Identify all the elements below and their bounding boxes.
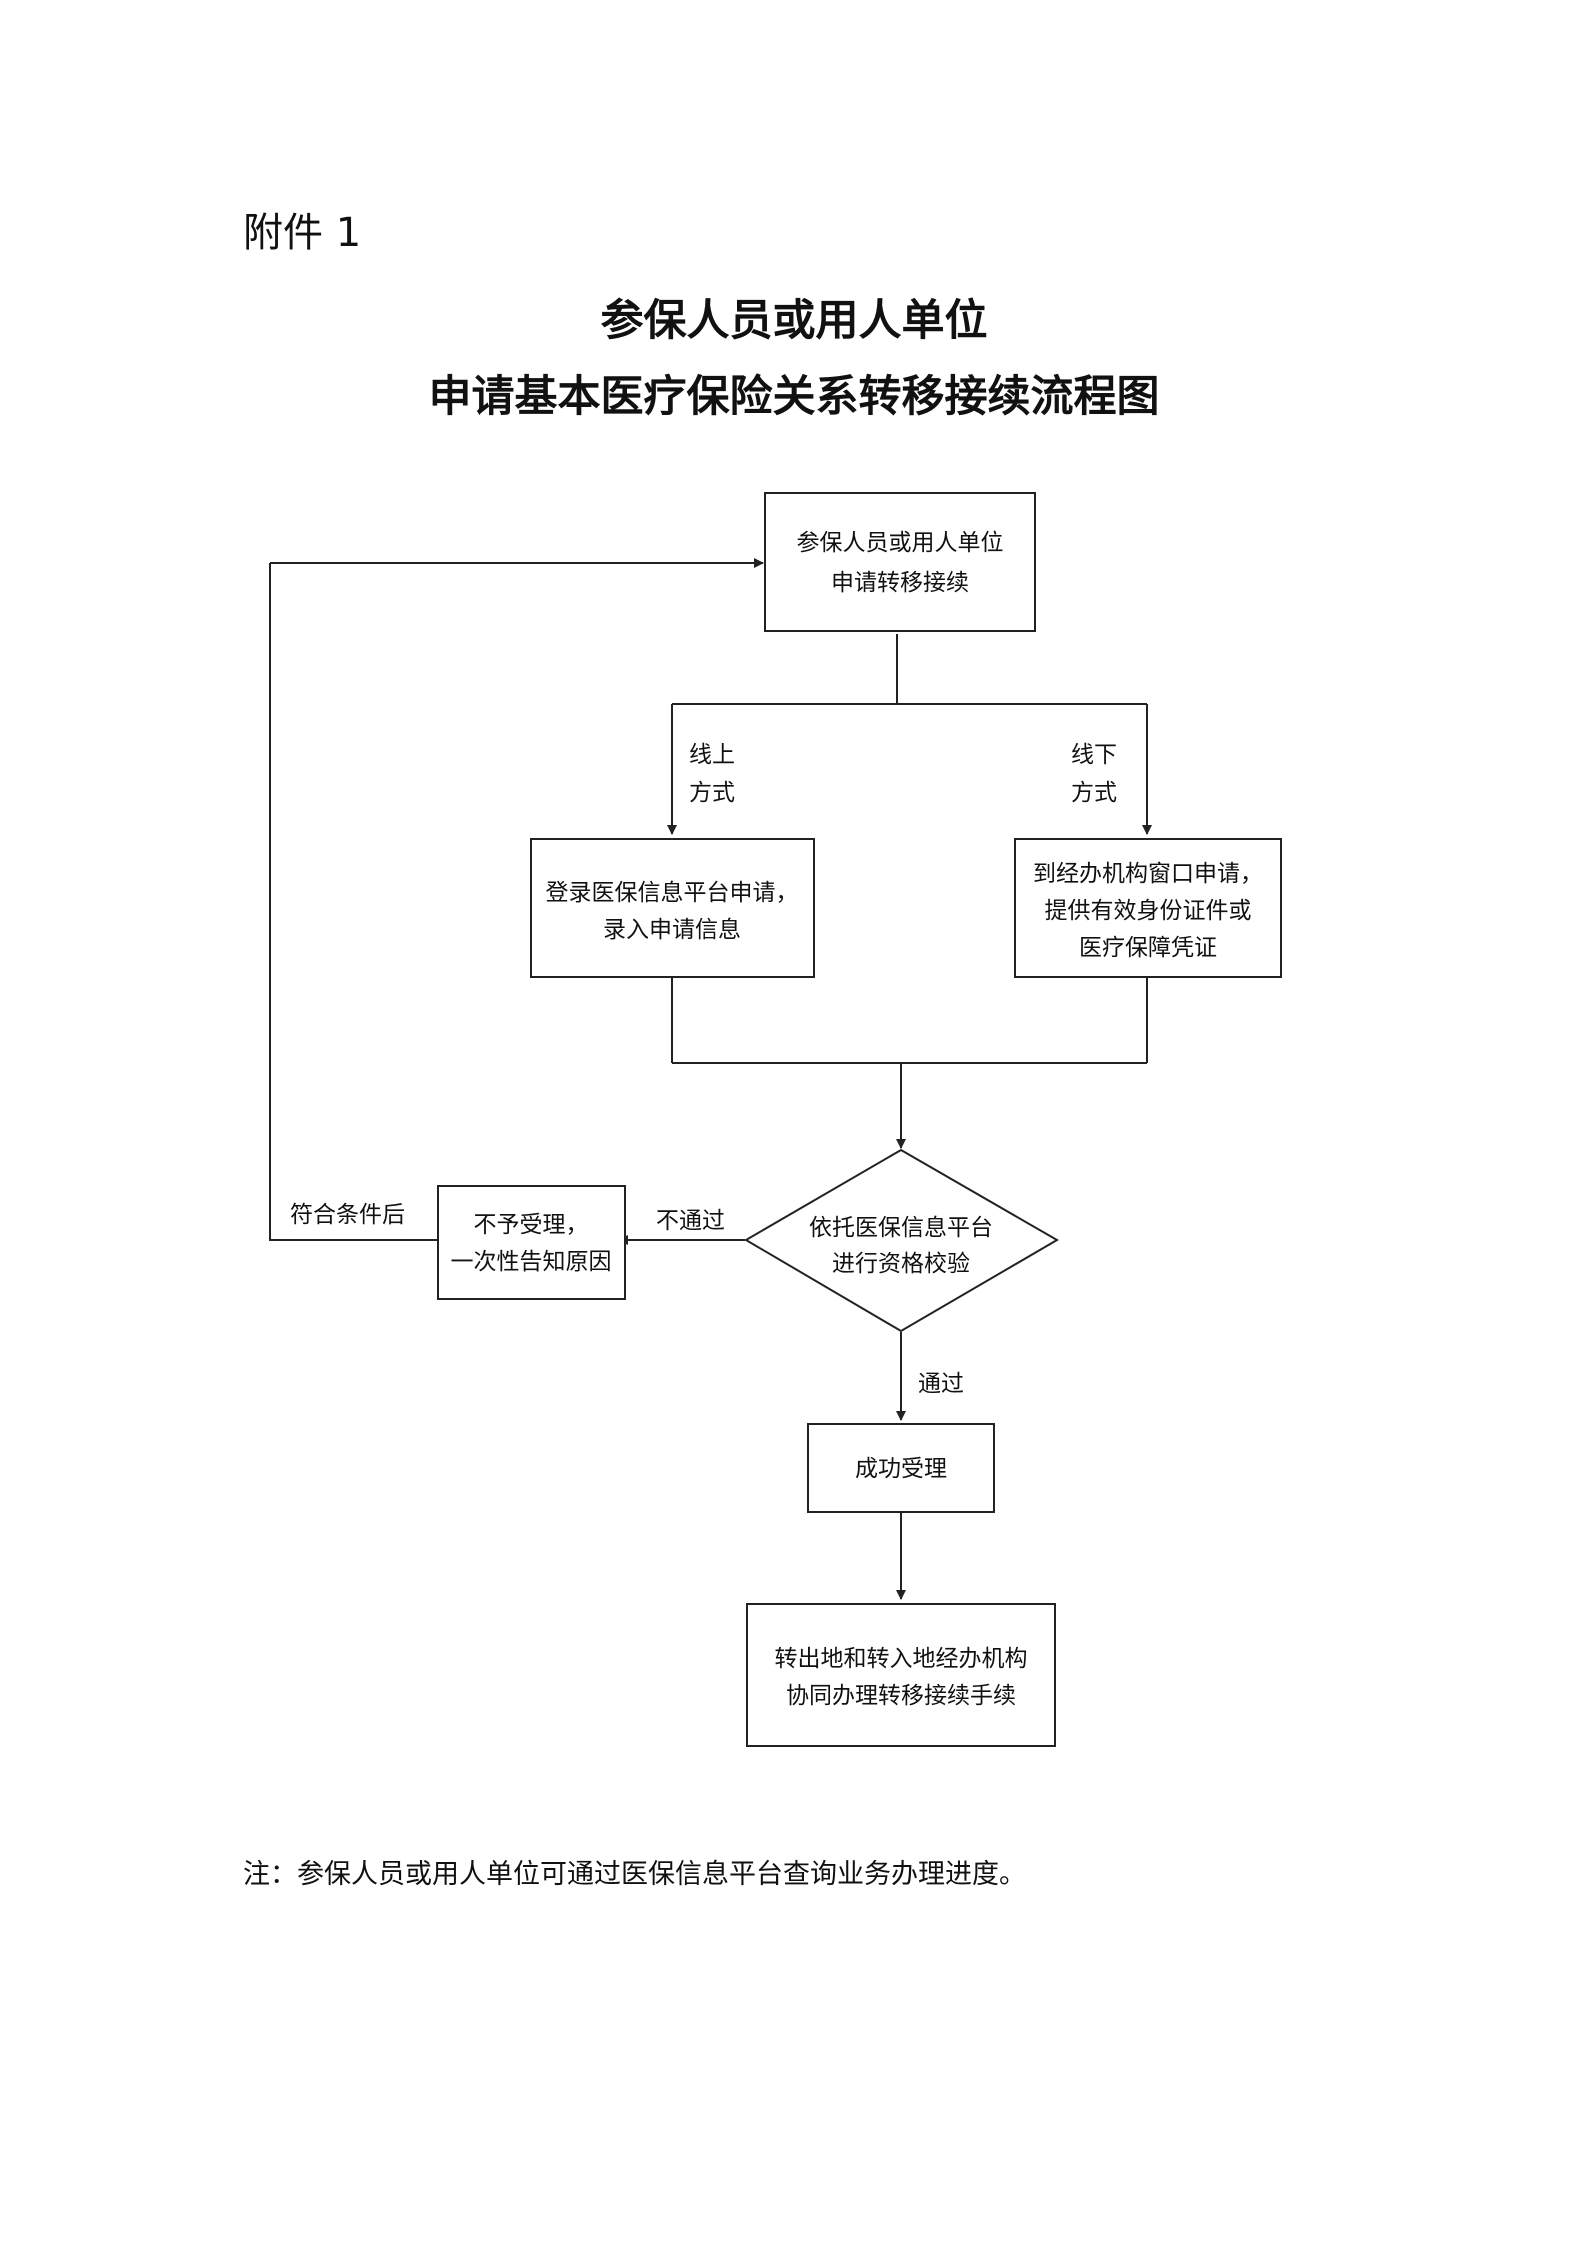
online-node-text-1: 登录医保信息平台申请，: [546, 880, 799, 906]
reject-node: [437, 1185, 626, 1300]
edge-label-online-2: 方式: [689, 780, 735, 806]
final-node-text-2: 协同办理转移接续手续: [786, 1683, 1016, 1709]
online-apply-node: [530, 838, 815, 978]
offline-node-text-3: 医疗保障凭证: [1079, 935, 1217, 961]
edge-label-offline-2: 方式: [1071, 780, 1117, 806]
start-node-text-2: 申请转移接续: [831, 570, 969, 596]
reject-node-text-2: 一次性告知原因: [451, 1249, 612, 1275]
accept-node-text: 成功受理: [855, 1456, 947, 1482]
start-node-text-1: 参保人员或用人单位: [797, 530, 1004, 556]
start-node: [764, 492, 1036, 632]
edge-label-pass: 通过: [918, 1371, 964, 1397]
final-node-text-1: 转出地和转入地经办机构: [775, 1646, 1028, 1672]
check-node-text-1: 依托医保信息平台: [809, 1215, 993, 1241]
attachment-label: 附件 1: [243, 210, 362, 256]
offline-node-text-2: 提供有效身份证件或: [1045, 898, 1252, 924]
footnote: 注：参保人员或用人单位可通过医保信息平台查询业务办理进度。: [243, 1859, 1026, 1890]
edge-label-retry: 符合条件后: [290, 1202, 405, 1228]
edge-label-fail: 不通过: [656, 1208, 725, 1234]
document-title-line-1: 参保人员或用人单位: [600, 296, 988, 346]
reject-node-text-1: 不予受理，: [474, 1212, 589, 1238]
eligibility-check-node: [744, 1148, 1059, 1333]
edge-label-online-1: 线上: [689, 742, 735, 768]
offline-apply-node: [1014, 838, 1282, 978]
offline-node-text-1: 到经办机构窗口申请，: [1033, 861, 1263, 887]
connector-retry-loop: [269, 563, 437, 1241]
check-node-text-2: 进行资格校验: [832, 1251, 970, 1277]
edge-label-offline-1: 线下: [1071, 742, 1117, 768]
final-node: [746, 1603, 1056, 1747]
document-title-line-2: 申请基本医疗保险关系转移接续流程图: [428, 372, 1160, 422]
online-node-text-2: 录入申请信息: [603, 917, 741, 943]
accept-node: [807, 1423, 995, 1513]
